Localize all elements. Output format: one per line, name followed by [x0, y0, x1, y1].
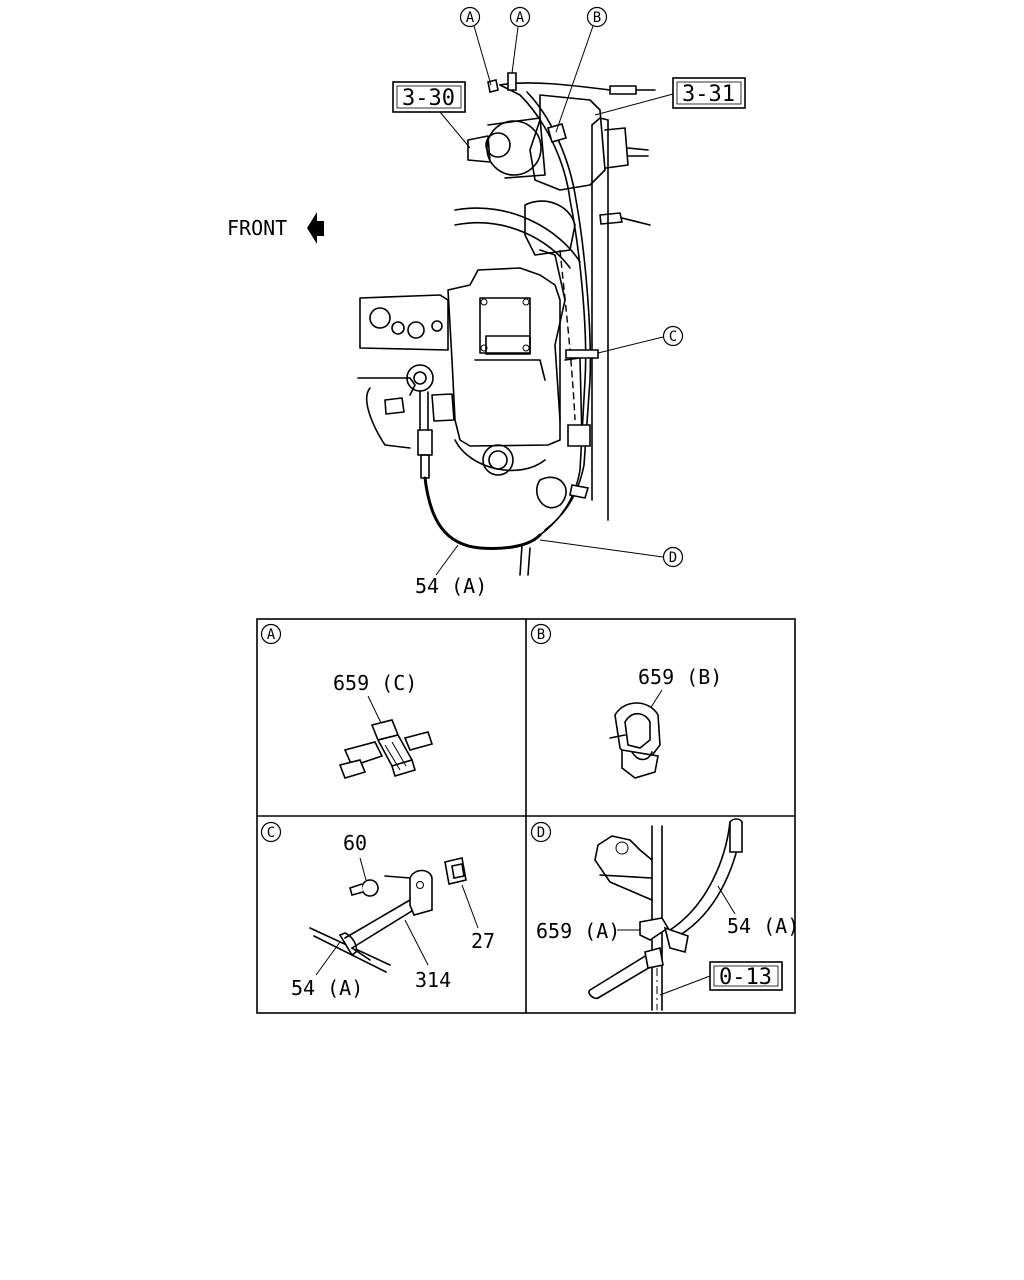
ref-3-30-label: 3-30: [402, 86, 455, 111]
ref-3-31-label: 3-31: [682, 82, 735, 107]
detail-c-bracket-label: 314: [415, 968, 451, 992]
detail-d-clamp-label: 659 (A): [536, 919, 620, 943]
detail-c: C 60 27 54 (A) 314: [260, 821, 495, 1000]
callout-a-1-letter: A: [466, 10, 475, 26]
callout-d: D: [539, 539, 684, 568]
engine-illustration: [357, 72, 656, 576]
detail-c-cable-label: 54 (A): [291, 976, 363, 1000]
detail-d: D 659 (A) 54 (A) 0-13: [530, 818, 799, 1011]
detail-c-letter: C: [267, 825, 275, 841]
callout-a-2: A: [509, 6, 531, 74]
callout-c-letter: C: [669, 329, 677, 345]
callout-a-1: A: [459, 6, 492, 86]
detail-grid: [256, 618, 796, 1014]
detail-b-part-label: 659 (B): [638, 665, 722, 689]
detail-c-clip-label: 27: [471, 929, 495, 953]
detail-d-cable-label: 54 (A): [727, 914, 799, 938]
clamp-659b-drawing: [609, 702, 661, 779]
part-54a-main: 54 (A): [415, 544, 487, 598]
ref-0-13-label: 0-13: [719, 965, 772, 990]
ref-box-3-30: 3-30: [392, 81, 471, 149]
callout-b-letter: B: [593, 10, 601, 26]
callout-d-letter: D: [669, 550, 677, 566]
detail-a-letter: A: [267, 627, 276, 643]
ref-box-0-13: 0-13: [659, 961, 783, 996]
callout-a-2-letter: A: [516, 10, 525, 26]
detail-a-part-label: 659 (C): [333, 671, 417, 695]
part-54a-main-label: 54 (A): [415, 574, 487, 598]
detail-c-bolt-label: 60: [343, 831, 367, 855]
callout-b: B: [555, 6, 608, 133]
detail-a: A 659 (C): [260, 623, 434, 779]
front-arrow: FRONT: [227, 212, 324, 244]
ref-box-3-31: 3-31: [594, 77, 746, 116]
clamp-659c-drawing: [338, 719, 434, 779]
detail-b: B 659 (B): [530, 623, 722, 779]
callout-c: C: [597, 325, 684, 354]
bracket-314-drawing: [309, 857, 467, 973]
front-arrow-icon: [307, 212, 324, 244]
detail-b-letter: B: [537, 627, 545, 643]
frame-clamp-drawing: [588, 818, 743, 1011]
detail-d-letter: D: [537, 825, 545, 841]
front-label: FRONT: [227, 216, 287, 240]
